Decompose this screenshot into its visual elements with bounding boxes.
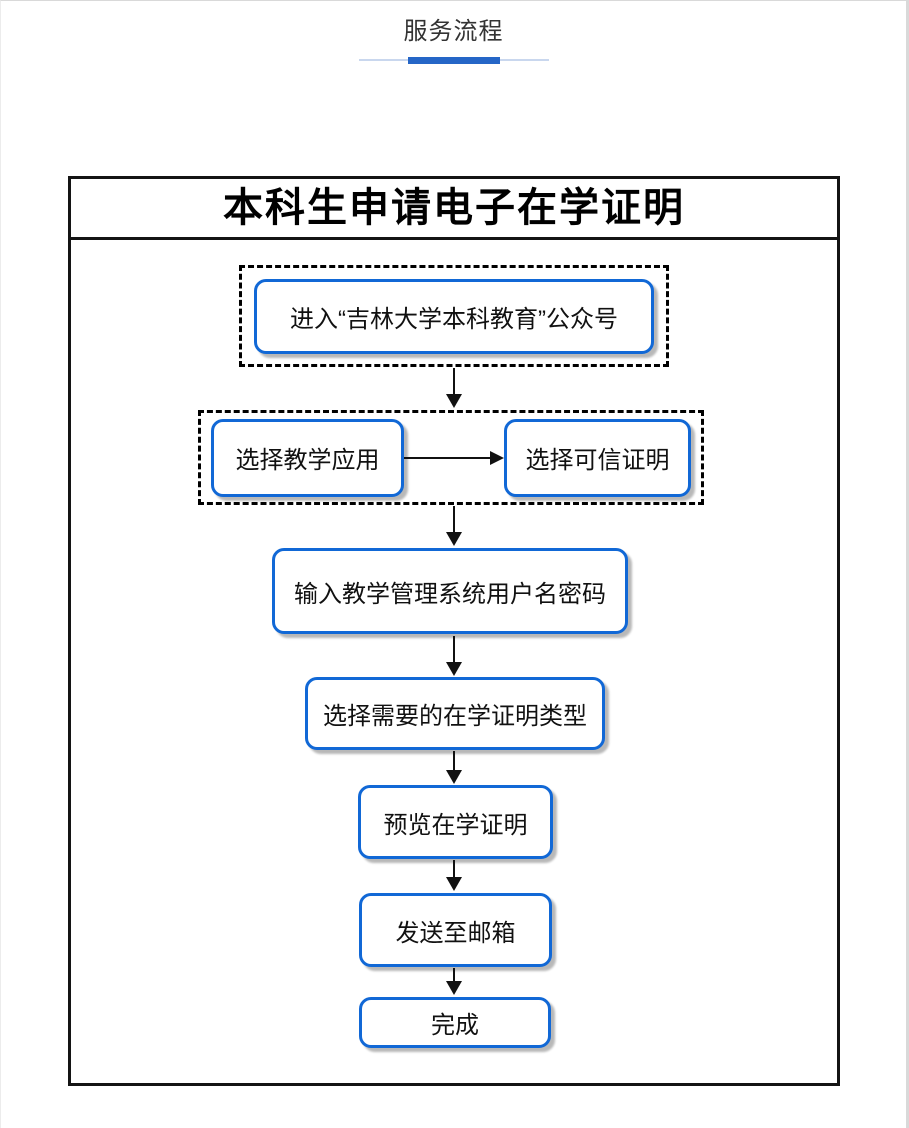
arrow-line bbox=[453, 751, 455, 770]
flow-node-label: 预览在学证明 bbox=[383, 811, 528, 839]
arrow-down-1 bbox=[446, 368, 462, 408]
tab-service-process[interactable]: 服务流程 bbox=[403, 18, 504, 45]
flow-node-label: 选择需要的在学证明类型 bbox=[323, 703, 587, 730]
arrow-right-1 bbox=[404, 450, 504, 465]
flow-node-label: 发送至邮箱 bbox=[395, 919, 516, 947]
flow-node-enter-credentials: 输入教学管理系统用户名密码 bbox=[272, 548, 628, 634]
arrow-head bbox=[446, 770, 462, 784]
arrow-down-2 bbox=[446, 506, 462, 546]
flow-node-preview-certificate: 预览在学证明 bbox=[358, 785, 553, 859]
arrow-head bbox=[490, 450, 504, 465]
flow-node-label: 选择可信证明 bbox=[525, 447, 670, 474]
flow-node-select-trusted-certificate: 选择可信证明 bbox=[504, 418, 691, 497]
flowchart-panel: 本科生申请电子在学证明 进入“吉林大学本科教育”公众号 选择教学应用 bbox=[68, 176, 840, 1086]
flow-node-done: 完成 bbox=[359, 997, 551, 1048]
flow-node-select-teaching-app: 选择教学应用 bbox=[211, 418, 404, 497]
arrow-line bbox=[453, 368, 455, 394]
arrow-head bbox=[446, 394, 462, 408]
arrow-line bbox=[453, 506, 455, 532]
dashed-group-1: 进入“吉林大学本科教育”公众号 bbox=[239, 265, 669, 367]
arrow-down-4 bbox=[446, 751, 462, 784]
tab-underline bbox=[358, 57, 549, 64]
arrow-line bbox=[453, 968, 455, 981]
flowchart-header: 本科生申请电子在学证明 bbox=[71, 179, 837, 240]
flow-node-send-to-email: 发送至邮箱 bbox=[359, 893, 552, 967]
flowchart-title: 本科生申请电子在学证明 bbox=[223, 186, 685, 230]
arrow-down-5 bbox=[446, 860, 462, 891]
flow-node-label: 输入教学管理系统用户名密码 bbox=[294, 580, 606, 608]
flow-node-enter-official-account: 进入“吉林大学本科教育”公众号 bbox=[254, 278, 654, 354]
arrow-line bbox=[453, 636, 455, 662]
flow-node-select-certificate-type: 选择需要的在学证明类型 bbox=[305, 677, 605, 750]
arrow-line bbox=[453, 860, 455, 877]
flow-node-label: 进入“吉林大学本科教育”公众号 bbox=[290, 305, 618, 333]
arrow-line bbox=[404, 456, 491, 459]
arrow-head bbox=[446, 662, 462, 676]
flow-node-label: 完成 bbox=[431, 1012, 479, 1039]
flow-node-label: 选择教学应用 bbox=[235, 447, 380, 474]
arrow-down-3 bbox=[446, 636, 462, 676]
arrow-down-6 bbox=[446, 968, 462, 995]
flowchart-body: 进入“吉林大学本科教育”公众号 选择教学应用 选择可信证明 bbox=[71, 240, 837, 1080]
dashed-group-2: 选择教学应用 选择可信证明 bbox=[198, 410, 704, 505]
arrow-head bbox=[446, 532, 462, 546]
tab-bar: 服务流程 bbox=[1, 1, 906, 64]
arrow-head bbox=[446, 981, 462, 995]
tab-active-indicator bbox=[407, 57, 500, 64]
arrow-head bbox=[446, 877, 462, 891]
